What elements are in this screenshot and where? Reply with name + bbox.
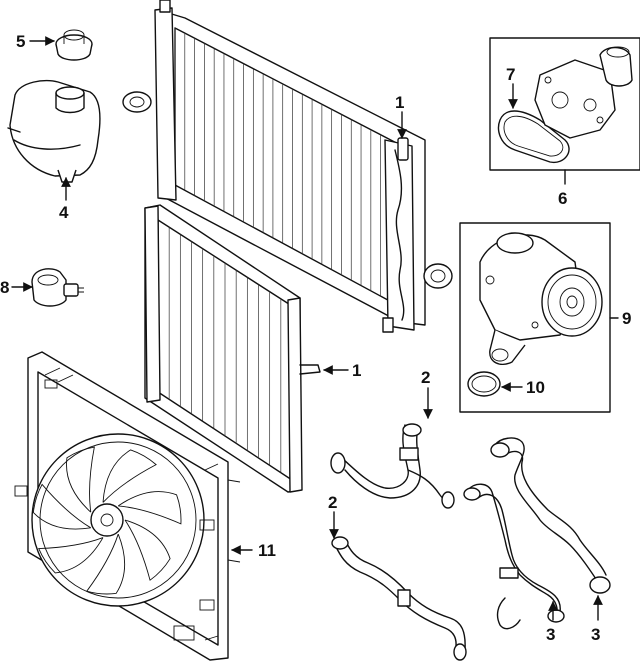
reservoir-cap — [55, 29, 93, 61]
callout-8-sensor: 8 — [0, 278, 9, 297]
callout-arrows — [11, 36, 619, 621]
water-pump-box — [459, 222, 611, 413]
radiator-hose-a — [490, 437, 611, 594]
heater-hose-lower — [331, 536, 467, 661]
fan-assembly — [14, 351, 241, 661]
condenser — [144, 204, 321, 493]
callout-3-hose-b: 3 — [546, 625, 555, 644]
callout-4-reservoir: 4 — [59, 203, 69, 222]
callout-11-fan: 11 — [258, 541, 276, 560]
heater-hose-upper — [330, 423, 455, 509]
callout-6-thermostat: 6 — [558, 189, 567, 208]
callout-2-lower-hose: 2 — [328, 493, 337, 512]
coolant-sensor — [31, 268, 84, 307]
callout-2-upper-hose: 2 — [421, 368, 430, 387]
callout-3-hose-a: 3 — [591, 625, 600, 644]
radiator — [122, 0, 453, 333]
coolant-reservoir — [7, 79, 101, 183]
callout-1-condenser: 1 — [352, 361, 361, 380]
callout-7-gasket: 7 — [506, 65, 515, 84]
callout-1-radiator: 1 — [395, 93, 404, 112]
radiator-hose-b — [463, 483, 565, 630]
callout-9-water-pump: 9 — [622, 309, 631, 328]
callout-10-o-ring: 10 — [526, 378, 545, 397]
callout-5-cap: 5 — [16, 32, 25, 51]
thermostat-kit-box — [489, 37, 640, 171]
